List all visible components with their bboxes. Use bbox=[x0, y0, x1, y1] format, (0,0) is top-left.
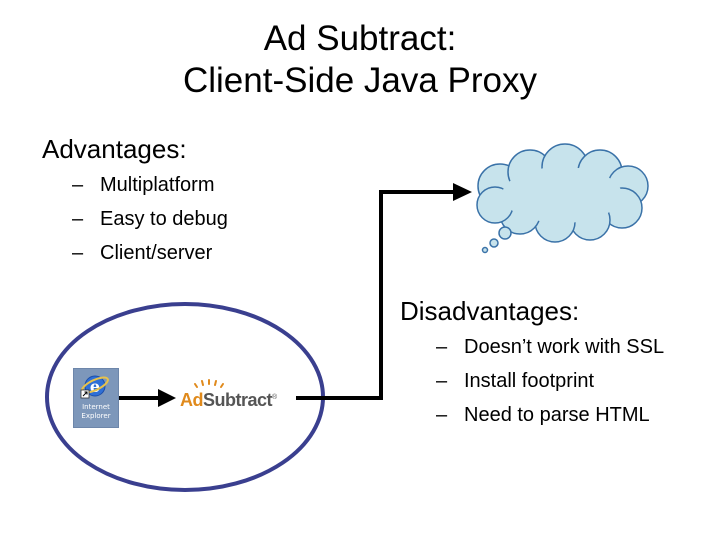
advantage-item: Multiplatform bbox=[100, 174, 215, 196]
bullet-dash: – bbox=[436, 404, 448, 426]
internet-explorer-shortcut[interactable]: e Internet Explorer bbox=[73, 368, 119, 428]
logo-part-subtract: Subtract bbox=[203, 390, 273, 410]
adsubtract-logo: AdSubtract® bbox=[175, 378, 293, 420]
ie-label: Internet Explorer bbox=[74, 403, 118, 421]
list-item: –Multiplatform bbox=[72, 168, 228, 202]
arrow-ie-to-adsubtract bbox=[118, 389, 176, 407]
title-line-1: Ad Subtract: bbox=[263, 19, 457, 58]
internet-explorer-icon: e bbox=[80, 375, 109, 399]
advantage-item: Easy to debug bbox=[100, 208, 228, 230]
advantage-item: Client/server bbox=[100, 242, 213, 264]
bullet-dash: – bbox=[72, 174, 84, 196]
svg-text:e: e bbox=[90, 377, 100, 396]
advantages-heading: Advantages: bbox=[42, 134, 187, 164]
ie-label-line-1: Internet bbox=[82, 403, 110, 411]
bullet-dash: – bbox=[72, 208, 84, 230]
thought-cloud bbox=[476, 143, 649, 254]
disadvantage-item: Doesn’t work with SSL bbox=[464, 336, 665, 358]
title-line-2: Client-Side Java Proxy bbox=[182, 61, 538, 100]
disadvantage-item: Need to parse HTML bbox=[464, 404, 650, 426]
bullet-dash: – bbox=[436, 336, 448, 358]
disadvantage-item: Install footprint bbox=[464, 370, 595, 392]
bullet-dash: – bbox=[72, 242, 84, 264]
disadvantages-list: –Doesn’t work with SSL –Install footprin… bbox=[436, 330, 664, 432]
logo-part-ad: Ad bbox=[180, 390, 204, 410]
list-item: –Easy to debug bbox=[72, 202, 228, 236]
arrow-adsubtract-to-cloud bbox=[296, 183, 472, 400]
bullet-dash: – bbox=[436, 370, 448, 392]
slide-title: Ad Subtract: Client-Side Java Proxy bbox=[0, 18, 720, 102]
list-item: –Doesn’t work with SSL bbox=[436, 330, 664, 364]
list-item: –Client/server bbox=[72, 236, 228, 270]
advantages-list: –Multiplatform –Easy to debug –Client/se… bbox=[72, 168, 228, 270]
adsubtract-wordmark: AdSubtract® bbox=[180, 390, 277, 411]
disadvantages-heading: Disadvantages: bbox=[400, 296, 580, 326]
list-item: –Install footprint bbox=[436, 364, 664, 398]
ie-label-line-2: Explorer bbox=[81, 412, 111, 420]
registered-mark: ® bbox=[272, 394, 277, 401]
adsubtract-burst-icon bbox=[194, 379, 224, 388]
list-item: –Need to parse HTML bbox=[436, 398, 664, 432]
